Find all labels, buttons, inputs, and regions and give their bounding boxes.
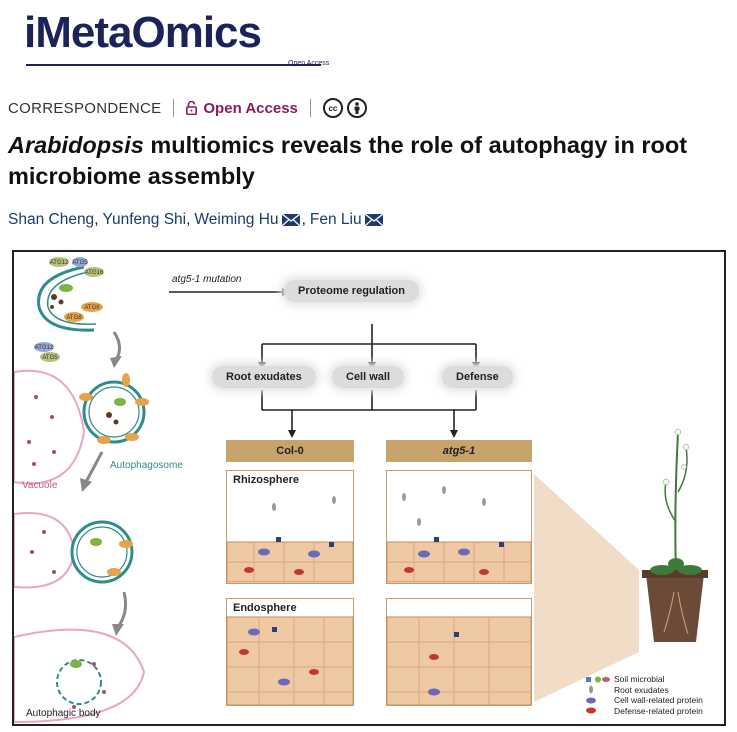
microbe-icon (586, 676, 610, 683)
title-organism: Arabidopsis (8, 132, 144, 158)
email-icon[interactable] (364, 214, 383, 226)
legend-item: Cell wall-related protein (586, 695, 703, 706)
email-icon[interactable] (281, 214, 300, 226)
content-type: CORRESPONDENCE (8, 99, 162, 117)
author-link[interactable]: Shan Cheng (8, 211, 95, 228)
author-list: Shan Cheng, Yunfeng Shi, Weiming Hu , Fe… (8, 211, 385, 229)
endosphere-atg5-panel (386, 598, 532, 706)
branch-root-exudates: Root exudates (212, 366, 316, 388)
autophagosome-label: Autophagosome (110, 460, 183, 471)
defense-protein-icon (586, 707, 596, 714)
license-badges[interactable]: cc (322, 98, 367, 118)
figure-legend: Soil microbial Root exudates Cell wall-r… (586, 674, 703, 716)
cell-wall-protein-icon (586, 697, 596, 704)
atg-tag: ATG16 (85, 270, 104, 276)
journal-name: iMetaOmics (24, 8, 262, 57)
open-access-badge[interactable]: Open Access (186, 100, 298, 117)
author-link[interactable]: Weiming Hu (194, 211, 279, 228)
legend-item: Root exudates (586, 685, 703, 696)
genotype-col0: Col-0 (226, 440, 354, 462)
autophagic-body-label: Autophagic body (26, 708, 101, 719)
open-access-label: Open Access (203, 99, 298, 117)
endosphere-label: Endosphere (233, 602, 297, 614)
endosphere-col0-panel: Endosphere (226, 598, 354, 706)
atg-tag: ATG8 (66, 315, 82, 321)
title-text: multiomics reveals the role of autophagy… (8, 132, 688, 189)
rhizosphere-atg5-panel (386, 470, 532, 584)
atg-tag: ATG12 (50, 260, 69, 266)
lock-open-icon (186, 101, 198, 115)
figure-illustration: ATG12 ATG5 ATG16 ATG8 ATG8 ATG12 ATG5 (14, 257, 708, 724)
mutation-label: atg5-1 mutation (172, 274, 242, 285)
atg-tag: ATG8 (84, 305, 100, 311)
branch-defense: Defense (442, 366, 513, 388)
divider (173, 99, 175, 117)
atg-tag: ATG12 (35, 345, 54, 351)
exudate-icon (589, 685, 593, 694)
branch-cell-wall: Cell wall (332, 366, 405, 388)
author-link[interactable]: Yunfeng Shi (102, 211, 187, 228)
atg-tag: ATG5 (72, 260, 88, 266)
divider (309, 99, 311, 117)
logo-underline (26, 64, 321, 66)
author-link[interactable]: Fen Liu (309, 211, 362, 228)
article-meta: CORRESPONDENCE Open Access cc (8, 97, 367, 119)
atg-tag: ATG5 (42, 355, 58, 361)
cc-icon: cc (322, 98, 343, 118)
proteome-node: Proteome regulation (284, 280, 419, 302)
logo-subtitle: Open Access (288, 60, 330, 67)
vacuole-label: Vacuole (22, 480, 58, 491)
legend-item: Soil microbial (586, 674, 703, 685)
rhizosphere-col0-panel: Rhizosphere (226, 470, 354, 584)
rhizosphere-label: Rhizosphere (233, 474, 300, 486)
graphical-abstract[interactable]: ATG12 ATG5 ATG16 ATG8 ATG8 ATG12 ATG5 (12, 250, 726, 726)
legend-item: Defense-related protein (586, 706, 703, 717)
by-icon (346, 98, 367, 118)
article-title: Arabidopsis multiomics reveals the role … (8, 130, 733, 192)
genotype-atg5: atg5-1 (386, 440, 532, 462)
